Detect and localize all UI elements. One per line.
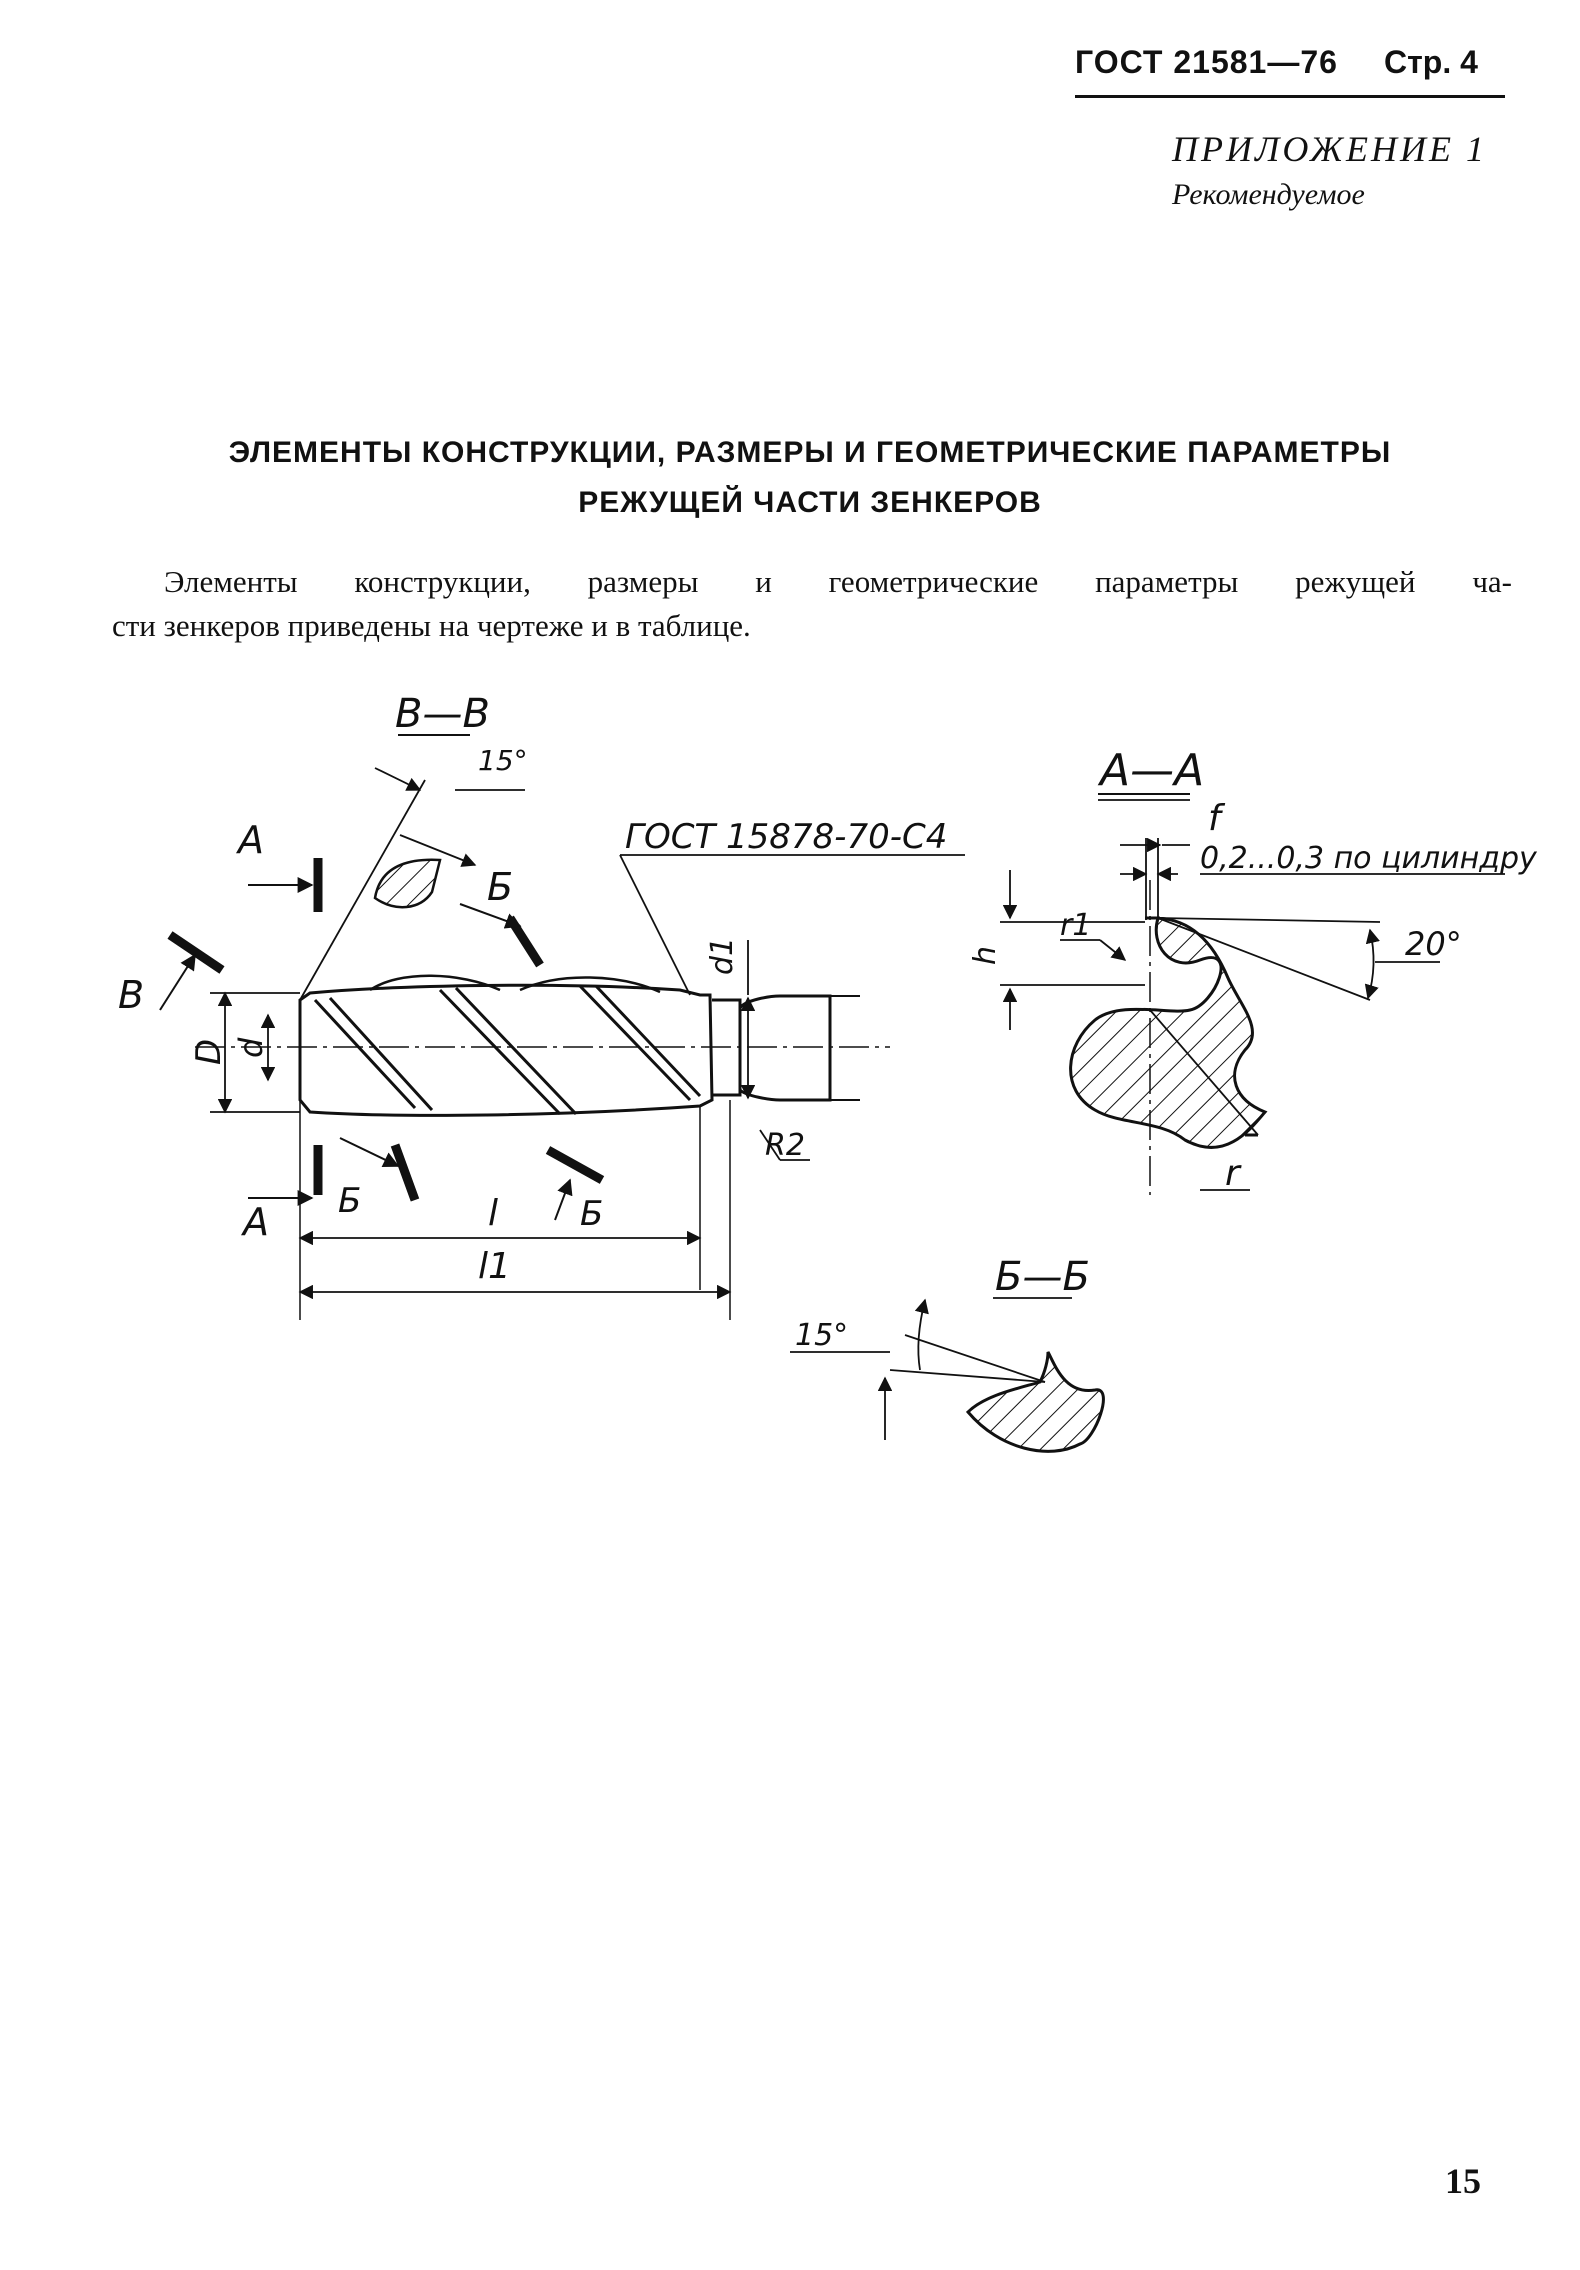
body-line-1: Элементы конструкции, размеры и геометри…: [164, 564, 1512, 599]
section-mark-b-right: Б: [580, 1194, 603, 1234]
dimension-l: l: [488, 1193, 498, 1234]
body-line-2: сти зенкеров приведены на чертеже и в та…: [112, 608, 751, 643]
section-bb-angle: 15°: [795, 1318, 848, 1353]
cylinder-tolerance-note: 0,2...0,3 по цилиндру: [1200, 841, 1538, 876]
dimension-d1: d1: [705, 937, 740, 975]
section-mark-a-bottom: А: [240, 1200, 269, 1244]
section-bb: [965, 1351, 1105, 1453]
section-mark-a-top: А: [235, 818, 264, 862]
gost-reference-note: ГОСТ 15878-70-С4: [625, 817, 947, 857]
countersink-technical-drawing: В—В 15° ГОСТ 15878-70-С4 А—А f 0,2...0,3…: [118, 691, 1538, 1453]
appendix-subtitle: Рекомендуемое: [1172, 178, 1365, 211]
view-vv-angle: 15°: [478, 744, 528, 777]
page-indicator: Стр. 4: [1384, 44, 1478, 80]
label-r: r: [1225, 1153, 1242, 1194]
section-aa: [1069, 880, 1268, 1195]
section-heading: ЭЛЕМЕНТЫ КОНСТРУКЦИИ, РАЗМЕРЫ И ГЕОМЕТРИ…: [110, 428, 1510, 528]
view-vv-label: В—В: [395, 691, 490, 737]
dimension-l1: l1: [478, 1246, 511, 1287]
document-standard-number: ГОСТ 21581—76: [1075, 44, 1338, 80]
section-bb-dimensions: [790, 1297, 1072, 1440]
dimension-R2: R2: [765, 1128, 805, 1163]
appendix-title: ПРИЛОЖЕНИЕ 1: [1172, 129, 1487, 169]
section-aa-label: А—А: [1097, 745, 1204, 796]
body-paragraph: Элементы конструкции, размеры и геометри…: [112, 560, 1512, 648]
section-mark-b-top: Б: [487, 865, 513, 909]
label-r1: r1: [1060, 908, 1091, 943]
dimension-d: d: [232, 1037, 270, 1058]
section-bb-label: Б—Б: [995, 1254, 1090, 1300]
heading-line-1: ЭЛЕМЕНТЫ КОНСТРУКЦИИ, РАЗМЕРЫ И ГЕОМЕТРИ…: [228, 436, 1392, 469]
dimension-D: D: [189, 1039, 229, 1065]
section-markers: [159, 858, 605, 1221]
label-f: f: [1208, 798, 1226, 839]
angle-20: 20°: [1405, 925, 1462, 963]
section-mark-v: В: [118, 973, 144, 1017]
section-aa-dimensions: [1000, 799, 1505, 1191]
diameter-dimensions: [210, 854, 965, 1300]
header-rule: [1075, 95, 1505, 98]
label-h: h: [968, 946, 1003, 965]
view-vv: [299, 734, 525, 1001]
section-mark-b-left: Б: [338, 1181, 361, 1221]
heading-line-2: РЕЖУЩЕЙ ЧАСТИ ЗЕНКЕРОВ: [578, 486, 1042, 519]
page-number: 15: [1445, 2161, 1481, 2201]
